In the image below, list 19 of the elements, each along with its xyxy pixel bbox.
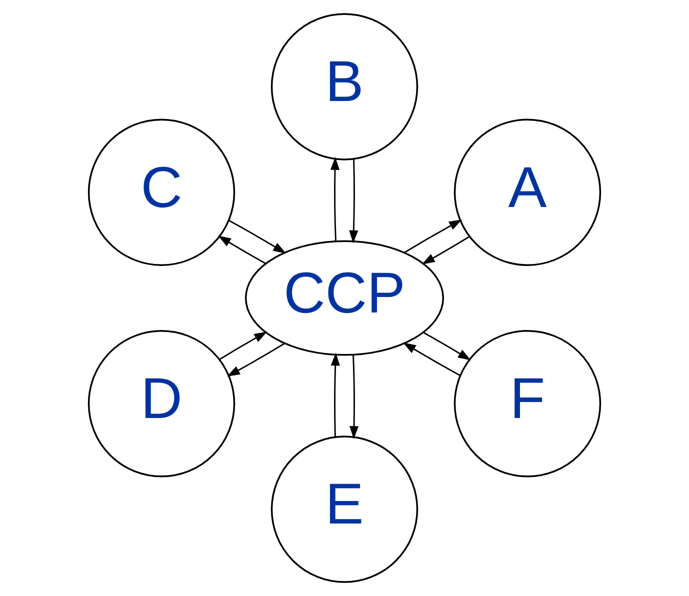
node-circle: A — [454, 118, 602, 266]
arrow — [402, 342, 460, 376]
arrow — [422, 332, 471, 360]
arrow — [219, 332, 268, 360]
node-circle: D — [88, 330, 236, 478]
arrow — [404, 219, 462, 254]
node-circle: C — [88, 118, 236, 266]
arrow — [422, 236, 470, 264]
node-circle: F — [454, 330, 602, 478]
arrow — [228, 220, 286, 254]
node-ellipse: CCP — [244, 240, 444, 356]
arrow — [330, 352, 340, 437]
arrow — [226, 342, 286, 377]
arrow — [218, 236, 266, 264]
arrow — [349, 355, 359, 440]
node-circle: E — [270, 436, 418, 583]
node-circle: B — [270, 13, 418, 160]
arrow — [349, 159, 358, 244]
arrow — [330, 156, 340, 241]
